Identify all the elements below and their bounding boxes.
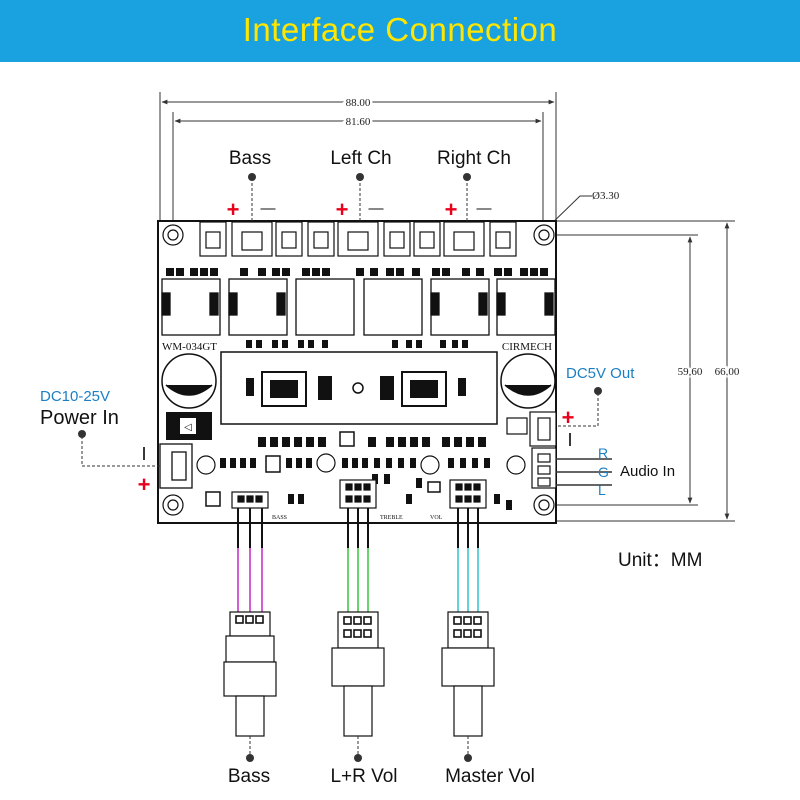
vol-header — [449, 479, 487, 509]
dc5v-output-connector — [506, 411, 557, 447]
board-model-label: WM-034GT — [162, 341, 217, 353]
left-ch-output-label: Left Ch — [330, 148, 391, 169]
height-dimension-outer — [556, 220, 735, 522]
page-title: Interface Connection — [242, 11, 558, 48]
audio-r-label: R — [598, 445, 608, 461]
output-terminal — [199, 221, 517, 257]
audio-l-label: L — [598, 482, 606, 498]
audio-in-lines — [556, 458, 612, 486]
silk-vol-label: VOL — [430, 515, 443, 521]
diode-block: ◁ — [166, 412, 212, 440]
bass-minus-sign: — — [261, 200, 276, 217]
master-vol-knob-label: Master Vol — [445, 766, 535, 787]
left-plus-sign: + — [336, 197, 349, 222]
knob-pointer — [249, 736, 469, 756]
lr-vol-knob-label: L+R Vol — [330, 766, 397, 787]
silk-treble-label: TREBLE — [380, 515, 403, 521]
hole-diameter-label: Ø3.30 — [592, 190, 620, 202]
lr-vol-potentiometer — [331, 611, 385, 737]
dc5v-plus-sign: + — [562, 405, 575, 430]
width-dimension-outer — [159, 92, 557, 222]
dc5v-out-label: DC5V Out — [566, 365, 635, 382]
power-pointer-dot — [78, 430, 86, 438]
dc5v-pointer-dot — [594, 387, 602, 395]
right-ch-output-label: Right Ch — [437, 148, 511, 169]
bass-knob-label: Bass — [228, 766, 270, 787]
amplifier-ic — [246, 371, 466, 407]
width-outer-label: 88.00 — [346, 97, 371, 109]
power-voltage-label: DC10-25V — [40, 388, 110, 405]
bass-header — [231, 491, 269, 509]
unit-label: Unit：MM — [618, 550, 702, 571]
height-outer-label: 66.00 — [715, 366, 740, 378]
power-pointer-line — [81, 436, 160, 467]
cable-lr-vol — [347, 508, 369, 612]
audio-input-connector — [531, 447, 557, 489]
electrolytic-capacitor — [161, 353, 556, 409]
height-dimension-inner — [556, 234, 698, 506]
left-minus-sign: — — [369, 200, 384, 217]
power-input-connector — [159, 443, 193, 489]
inductor — [161, 278, 556, 336]
width-dimension-inner — [172, 112, 544, 222]
width-inner-label: 81.60 — [346, 116, 371, 128]
hole-callout-line — [545, 195, 592, 230]
right-minus-sign: — — [477, 200, 492, 217]
dc5v-pointer-line — [556, 393, 599, 427]
master-vol-potentiometer — [441, 611, 495, 737]
title-banner: Interface Connection — [0, 0, 800, 62]
cable-master-vol — [457, 508, 479, 612]
bass-plus-sign: + — [227, 197, 240, 222]
dc5v-minus-bar: I — [567, 430, 572, 450]
bass-output-label: Bass — [229, 148, 271, 169]
power-in-label: Power In — [40, 407, 119, 429]
board-brand-label: CIRMECH — [502, 341, 552, 353]
power-minus-bar: I — [141, 444, 146, 464]
treble-header — [339, 479, 377, 509]
power-plus-sign: + — [138, 472, 151, 497]
bass-potentiometer — [223, 611, 277, 737]
cable-bass — [237, 508, 263, 612]
audio-in-label: Audio In — [620, 463, 675, 480]
right-plus-sign: + — [445, 197, 458, 222]
svg-text:◁: ◁ — [184, 422, 192, 433]
output-pointer — [251, 178, 468, 222]
pcb-board: WM-034GT CIRMECH — [157, 220, 557, 524]
audio-g-label: G — [598, 464, 609, 480]
height-inner-label: 59.60 — [678, 366, 703, 378]
silk-bass-label: BASS — [272, 515, 287, 521]
smd-components — [166, 268, 548, 276]
mounting-hole — [162, 224, 555, 516]
